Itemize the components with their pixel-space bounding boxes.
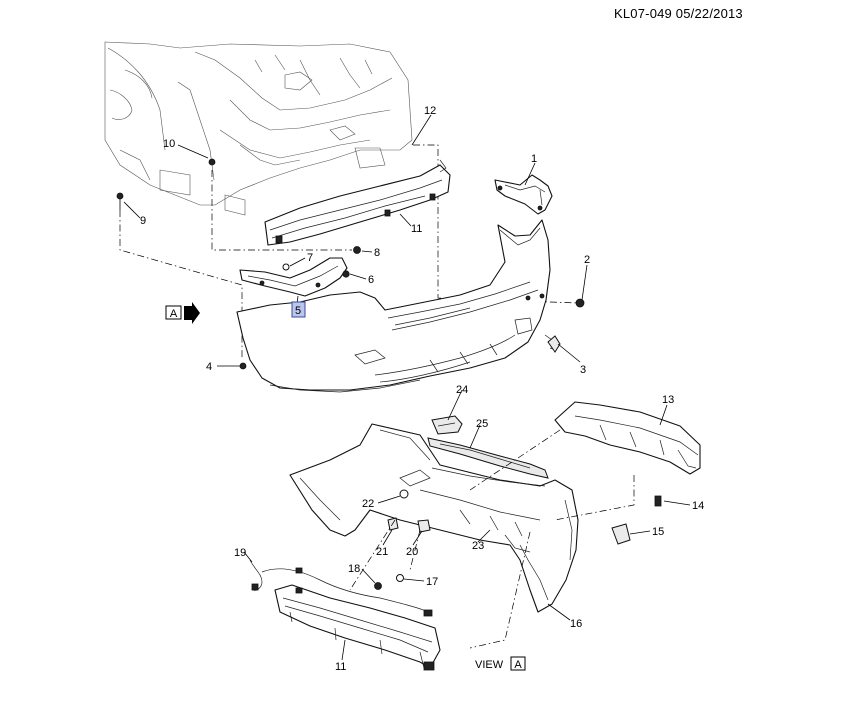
callout-3: 3 (580, 364, 586, 376)
rear-impact-bar-lower (274, 584, 441, 671)
callout-17: 17 (426, 576, 438, 588)
view-label-prefix: VIEW (475, 659, 504, 671)
callout-23: 23 (472, 540, 484, 552)
callout-22: 22 (362, 498, 374, 510)
view-a-label: VIEW A (475, 656, 526, 671)
callout-24: 24 (456, 384, 468, 396)
view-label-letter: A (514, 659, 522, 671)
callout-10: 10 (163, 138, 175, 150)
callout-21: 21 (376, 546, 388, 558)
callout-1: 1 (531, 153, 537, 165)
callout-6: 6 (368, 274, 374, 286)
callout-8: 8 (374, 247, 380, 259)
callout-labels: 1 2 3 4 5 6 7 8 9 10 11 12 13 14 15 16 1… (140, 105, 704, 673)
wiring-harness (249, 559, 433, 617)
callout-16: 16 (570, 618, 582, 630)
callout-14: 14 (692, 500, 704, 512)
rear-bumper-fascia-assembled (236, 219, 557, 393)
callout-15: 15 (652, 526, 664, 538)
callout-2: 2 (584, 254, 590, 266)
callout-20: 20 (406, 546, 418, 558)
view-marker-letter: A (170, 308, 178, 320)
callout-7: 7 (307, 252, 313, 264)
reflector-trim-strip (427, 437, 549, 479)
clip-24 (431, 415, 463, 435)
callout-12: 12 (424, 105, 436, 117)
leader-lines (123, 114, 691, 661)
callout-5-highlight (291, 301, 306, 318)
callout-18: 18 (348, 563, 360, 575)
callout-19: 19 (234, 547, 246, 559)
lower-diffuser-panel (554, 401, 701, 475)
view-a-arrow-marker: A (165, 302, 200, 324)
callout-25: 25 (476, 418, 488, 430)
callout-4: 4 (206, 361, 212, 373)
diagram-code-date: KL07-049 05/22/2013 (614, 6, 743, 21)
callout-13: 13 (662, 394, 674, 406)
callout-5: 5 (295, 305, 301, 317)
callout-9: 9 (140, 215, 146, 227)
callout-11-lower: 11 (335, 661, 346, 673)
rear-bumper-fascia-exploded (289, 423, 579, 613)
callout-11-upper: 11 (411, 223, 422, 235)
fasteners (116, 158, 662, 590)
rear-impact-bar-upper (264, 159, 451, 246)
bumper-bracket-right (494, 174, 553, 215)
